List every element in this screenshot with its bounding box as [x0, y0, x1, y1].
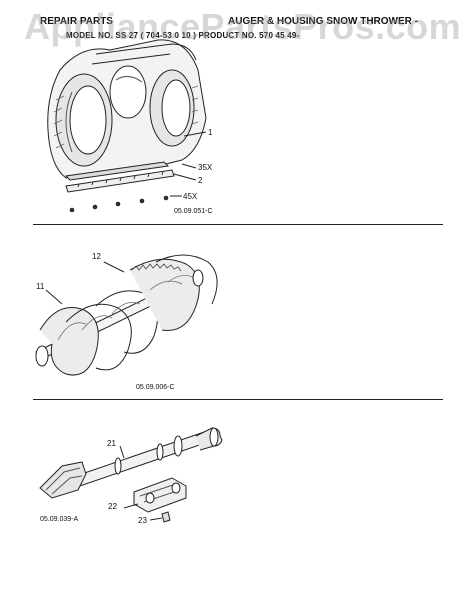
callout-35x: 35X — [198, 163, 213, 172]
header-left: REPAIR PARTS — [40, 16, 113, 27]
figure-code-3: 05.09.039-A — [40, 516, 79, 523]
callout-2: 2 — [198, 176, 203, 185]
callout-12: 12 — [92, 252, 101, 261]
callout-11: 11 — [36, 282, 45, 291]
figure-code-2: 05.09.006-C — [136, 384, 175, 391]
header-subtitle: MODEL NO. SS 27 ( 704-53 0 10 ) PRODUCT … — [66, 31, 300, 40]
figure-code-1: 05.09.051-C — [174, 208, 213, 215]
callout-45x: 45X — [183, 192, 198, 201]
header-right: AUGER & HOUSING SNOW THROWER - — [228, 16, 418, 27]
section-divider-2 — [33, 399, 443, 400]
callout-21: 21 — [107, 439, 116, 448]
callout-22: 22 — [108, 502, 117, 511]
watermark: AppliancePartsPros.com — [24, 6, 462, 47]
callout-23: 23 — [138, 516, 147, 525]
callout-1: 1 — [208, 128, 213, 137]
section-divider-1 — [33, 224, 443, 225]
